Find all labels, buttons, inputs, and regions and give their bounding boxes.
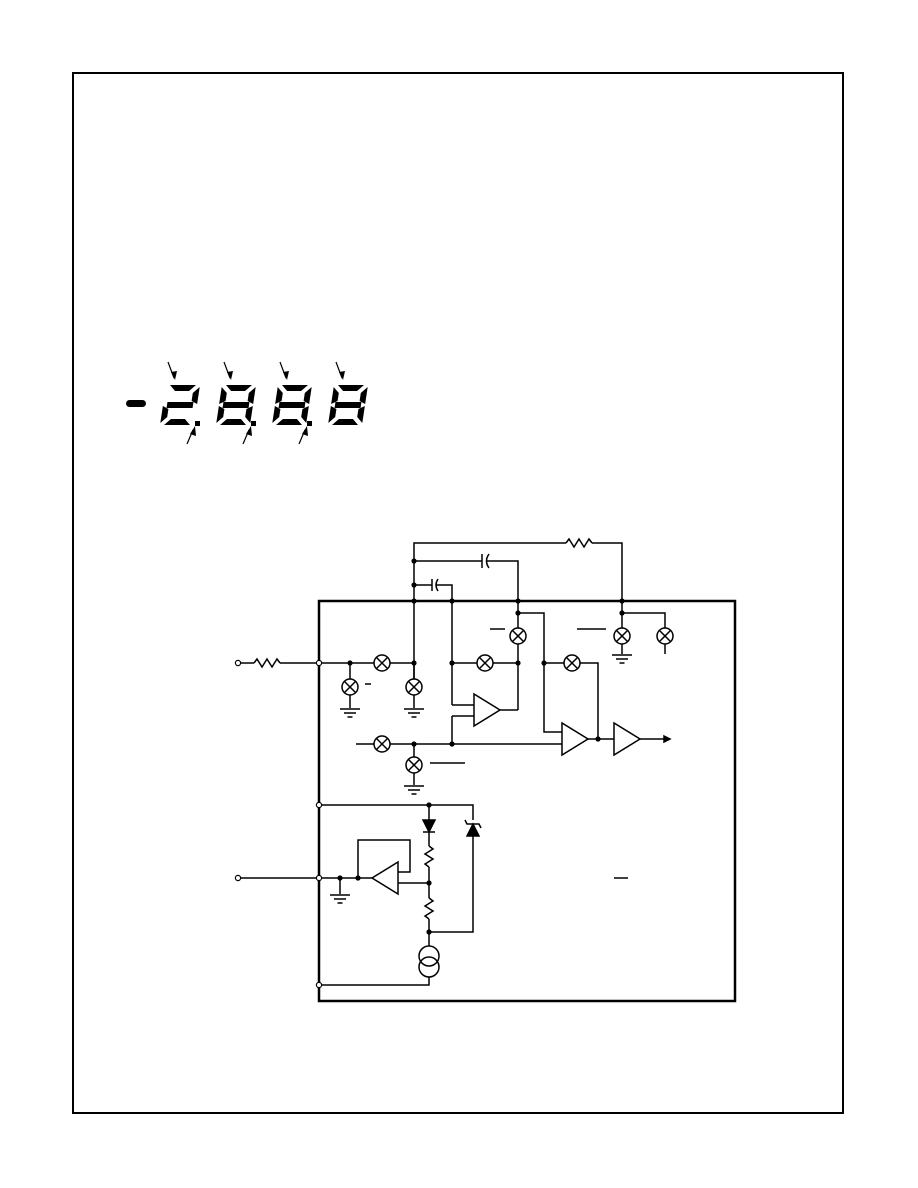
decimal-point bbox=[195, 421, 200, 426]
arrowhead-icon bbox=[227, 371, 233, 380]
segment-b bbox=[191, 387, 200, 404]
segment-a bbox=[170, 385, 196, 391]
comparator-amp bbox=[561, 721, 590, 757]
input-terminal bbox=[234, 874, 242, 882]
segment-e bbox=[328, 406, 337, 423]
current-source bbox=[418, 945, 440, 967]
arrowhead-icon bbox=[190, 426, 196, 436]
pin-terminal bbox=[315, 659, 323, 667]
digit-1 bbox=[160, 385, 200, 425]
segment-g bbox=[166, 402, 194, 408]
switch-icon bbox=[656, 627, 674, 645]
arrowhead-icon bbox=[283, 371, 289, 380]
ground-icon bbox=[403, 708, 425, 718]
segment-a bbox=[226, 385, 252, 391]
diode bbox=[421, 819, 437, 834]
seven-segment-display bbox=[126, 361, 368, 445]
pin-terminal bbox=[315, 874, 323, 882]
capacitor-curved-plate bbox=[485, 553, 490, 569]
segment-f bbox=[331, 387, 339, 404]
switch-icon bbox=[405, 756, 423, 774]
terminals bbox=[234, 659, 323, 989]
decimal-point bbox=[307, 421, 312, 426]
ref-buffer bbox=[370, 860, 399, 896]
analog-switches bbox=[341, 627, 674, 774]
segment-f bbox=[275, 387, 283, 404]
segment-g bbox=[334, 402, 362, 408]
resistor-ref-bottom bbox=[423, 897, 435, 920]
ground-icon bbox=[339, 708, 361, 718]
feedback-wire-right bbox=[592, 542, 623, 601]
segment-a bbox=[338, 385, 364, 391]
arrowhead-icon bbox=[246, 426, 252, 436]
switch-icon bbox=[613, 627, 631, 645]
pin-terminal bbox=[315, 801, 323, 809]
segment-d bbox=[164, 419, 190, 425]
segment-a bbox=[282, 385, 308, 391]
pin-terminal bbox=[315, 981, 323, 989]
digit-3 bbox=[272, 385, 312, 425]
switch-icon bbox=[476, 654, 494, 672]
segment-e bbox=[272, 406, 281, 423]
switch-icon bbox=[509, 627, 527, 645]
switch-icon bbox=[563, 654, 581, 672]
arrowhead-icon bbox=[339, 371, 345, 380]
integrator-amp bbox=[473, 692, 502, 728]
resistor-ref-top bbox=[423, 845, 435, 868]
segment-b bbox=[303, 387, 312, 404]
ground-icon bbox=[403, 785, 425, 795]
segment-c bbox=[357, 406, 365, 423]
circuit-schematic bbox=[241, 537, 737, 1003]
ground-icon bbox=[611, 654, 633, 664]
feedback-wire-top bbox=[413, 542, 566, 601]
decimal-point bbox=[251, 421, 256, 426]
output-buffer bbox=[613, 721, 642, 757]
ground-icon bbox=[329, 894, 351, 904]
page-border bbox=[72, 72, 844, 1114]
segment-d bbox=[276, 419, 302, 425]
digit-2 bbox=[216, 385, 256, 425]
output-arrow bbox=[663, 734, 672, 744]
minus-segment bbox=[126, 400, 146, 407]
segment-d bbox=[332, 419, 358, 425]
segment-g bbox=[278, 402, 306, 408]
zener-diode bbox=[465, 822, 481, 837]
resistor-input bbox=[253, 657, 281, 669]
segment-g bbox=[222, 402, 250, 408]
input-terminal bbox=[234, 659, 242, 667]
arrowhead-icon bbox=[302, 426, 308, 436]
segment-c bbox=[245, 406, 253, 423]
segment-b bbox=[247, 387, 256, 404]
switch-icon bbox=[373, 654, 391, 672]
segment-b bbox=[359, 387, 368, 404]
digit-4 bbox=[328, 385, 368, 425]
segment-f bbox=[219, 387, 227, 404]
arrowhead-icon bbox=[171, 371, 177, 380]
segment-d bbox=[220, 419, 246, 425]
resistor-feedback bbox=[565, 537, 593, 549]
switch-icon bbox=[405, 678, 423, 696]
segment-c bbox=[301, 406, 309, 423]
segment-e bbox=[216, 406, 225, 423]
switch-icon bbox=[373, 735, 391, 753]
segment-e bbox=[160, 406, 169, 423]
grounds bbox=[329, 654, 633, 904]
switch-icon bbox=[341, 678, 359, 696]
ic-outline bbox=[317, 599, 737, 1003]
